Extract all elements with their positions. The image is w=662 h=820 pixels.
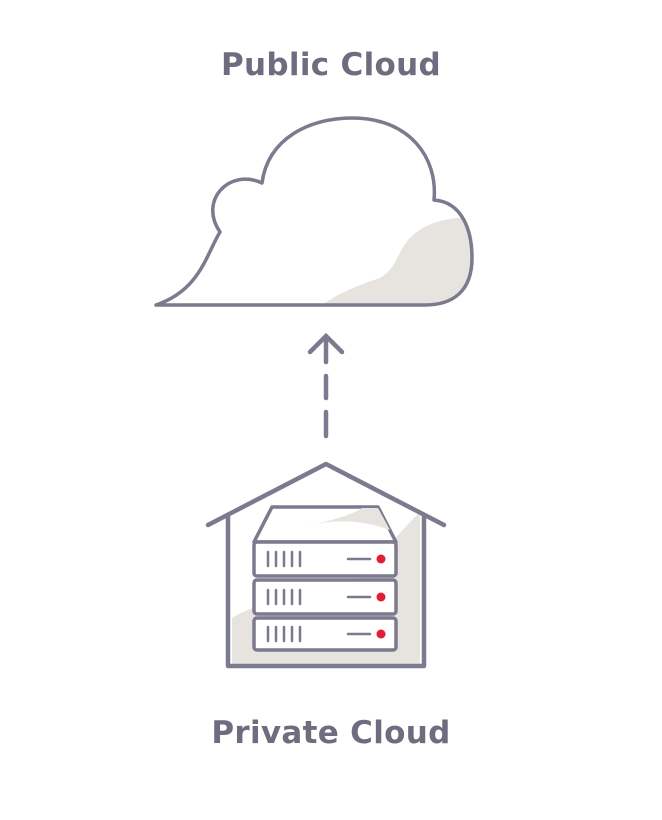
cloud-outline <box>154 116 474 307</box>
cloud-shade <box>322 218 472 305</box>
arrow-head <box>307 332 345 355</box>
house-walls <box>225 513 427 669</box>
status-light <box>376 554 386 564</box>
house-server-icon <box>205 461 447 669</box>
public-cloud-label: Public Cloud <box>221 47 441 83</box>
status-light <box>376 592 386 602</box>
server-unit <box>252 540 398 578</box>
server-top-shade <box>300 508 390 530</box>
dashed-arrow-up-icon <box>307 332 345 439</box>
status-light <box>376 629 386 639</box>
server-unit <box>252 616 398 652</box>
private-cloud-label: Private Cloud <box>211 715 451 751</box>
house-roof <box>205 461 447 528</box>
cloud-icon <box>154 116 474 307</box>
server-unit <box>252 578 398 616</box>
